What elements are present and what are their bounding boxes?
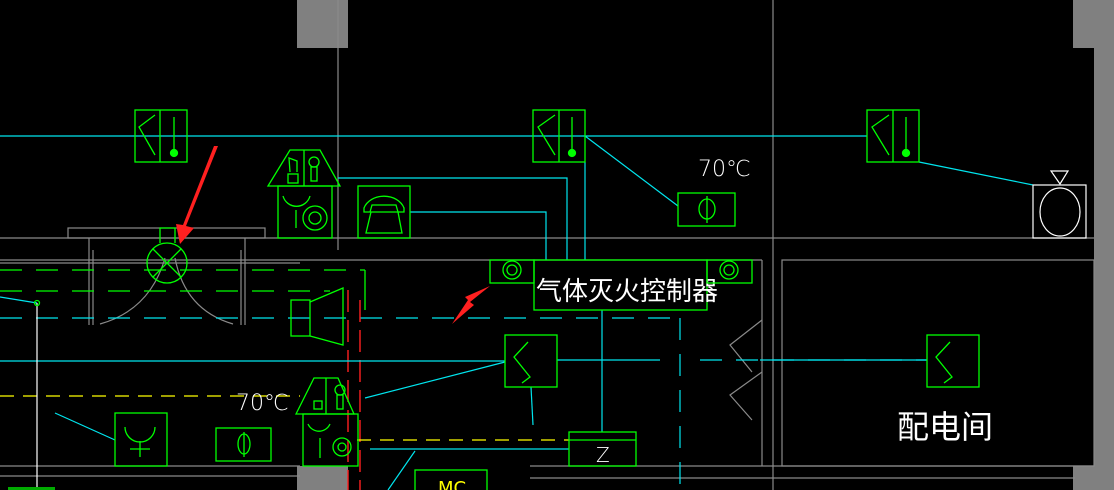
hatch-strip: [8, 487, 55, 490]
mc-label: MC: [438, 478, 466, 490]
dashed-routes: [0, 269, 927, 490]
annotation-arrow: [176, 146, 218, 244]
fire-telephone[interactable]: [357, 185, 411, 239]
wiring: [0, 135, 1034, 490]
annotation-arrow: [452, 286, 490, 324]
sound-light-alarm[interactable]: [266, 149, 342, 239]
smoke-heat-detector[interactable]: [134, 109, 188, 163]
room-label: 配电间: [897, 408, 993, 446]
structural-columns: [297, 0, 1114, 490]
fire-bell[interactable]: [1032, 170, 1087, 239]
ring-device[interactable]: [706, 259, 753, 284]
smoke-heat-detector[interactable]: [532, 109, 586, 163]
mc-box[interactable]: MC: [414, 469, 488, 490]
speaker[interactable]: [290, 287, 344, 346]
manual-alarm-button[interactable]: [677, 192, 736, 227]
temperature-label: 70℃: [698, 157, 751, 182]
ring-device[interactable]: [489, 259, 535, 284]
gas-extinguishing-controller[interactable]: 气体灭火控制器: [533, 259, 718, 311]
door-release-device[interactable]: [146, 227, 188, 284]
smoke-detector[interactable]: [926, 334, 980, 388]
junction-node: [33, 299, 41, 307]
manual-alarm-button[interactable]: [215, 427, 272, 462]
sound-light-alarm[interactable]: [294, 377, 359, 467]
junction-box[interactable]: Z: [568, 431, 637, 467]
smoke-heat-detector[interactable]: [866, 109, 920, 163]
smoke-detector[interactable]: [504, 334, 558, 388]
controller-label: 气体灭火控制器: [536, 277, 718, 307]
sprinkler-device[interactable]: [114, 412, 168, 467]
temperature-label: 70℃: [236, 391, 289, 416]
junction-label: Z: [596, 443, 610, 467]
